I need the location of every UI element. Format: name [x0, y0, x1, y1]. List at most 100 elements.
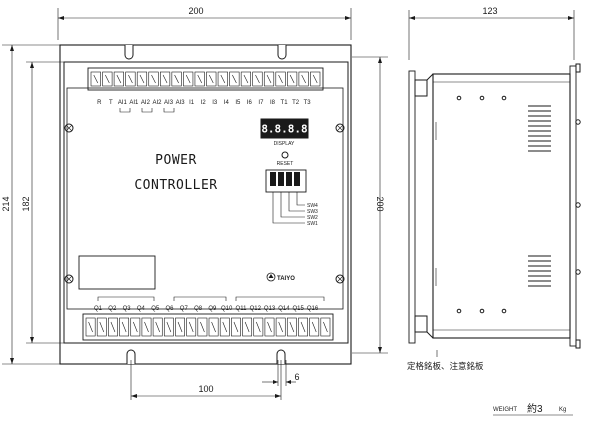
nameplate-note: 定格銘板、注意銘板	[407, 361, 484, 371]
terminal-screw	[278, 74, 283, 84]
top-terminal-label: I6	[247, 100, 253, 106]
terminal-screw	[93, 74, 99, 84]
terminal-screw	[151, 74, 156, 84]
bottom-terminal-label: Q4	[137, 306, 146, 312]
weight-value: 約3	[527, 402, 543, 415]
bottom-terminal[interactable]	[197, 317, 208, 337]
bottom-terminal[interactable]	[219, 317, 230, 337]
terminal-screw	[243, 74, 249, 84]
terminal-screw	[139, 74, 145, 84]
bottom-terminal[interactable]	[253, 317, 264, 337]
top-terminal[interactable]	[206, 71, 217, 87]
top-terminal-label: AI2	[152, 100, 162, 106]
switch-label-sw2: SW2	[307, 215, 318, 221]
top-terminal[interactable]	[171, 71, 182, 87]
top-terminal[interactable]	[136, 71, 148, 87]
bottom-terminal[interactable]	[85, 317, 96, 337]
top-terminal[interactable]	[113, 71, 124, 87]
top-terminal[interactable]	[287, 71, 298, 87]
bottom-terminal-label: Q13	[264, 306, 276, 312]
terminal-screw	[116, 74, 122, 84]
top-terminal[interactable]	[263, 71, 275, 87]
terminal-screw	[200, 321, 205, 333]
top-terminal[interactable]	[240, 71, 251, 87]
top-terminal-label: T	[109, 100, 113, 106]
bottom-terminal[interactable]	[275, 317, 286, 337]
top-terminal[interactable]	[194, 71, 205, 87]
terminal-screw	[300, 321, 306, 333]
bottom-terminal-label: Q16	[307, 306, 319, 312]
bottom-terminal-label: Q1	[94, 306, 103, 312]
switch-label-sw3: SW3	[307, 209, 318, 215]
bottom-terminal[interactable]	[208, 317, 219, 337]
top-terminal[interactable]	[217, 71, 228, 87]
bottom-terminal[interactable]	[242, 317, 253, 337]
top-terminal-label: AI3	[164, 100, 174, 106]
terminal-screw	[289, 74, 295, 84]
top-terminal[interactable]	[125, 71, 136, 87]
bottom-terminal[interactable]	[231, 317, 241, 337]
top-terminal-label: I5	[235, 100, 241, 106]
bottom-terminal-label: Q15	[293, 306, 305, 312]
brand-name: TAIYO	[277, 276, 295, 282]
bottom-terminal[interactable]	[130, 317, 141, 337]
terminal-screw	[233, 321, 239, 333]
top-terminal[interactable]	[298, 71, 309, 87]
switch-label-sw1: SW1	[307, 221, 318, 227]
bottom-terminal[interactable]	[286, 317, 297, 337]
top-terminal[interactable]	[310, 71, 321, 87]
terminal-screw	[99, 321, 105, 333]
top-terminal[interactable]	[252, 71, 263, 87]
terminal-screw	[278, 321, 283, 333]
top-terminal-label: AI2	[141, 100, 151, 106]
bottom-terminal[interactable]	[175, 317, 185, 337]
bottom-terminal[interactable]	[298, 317, 308, 337]
bottom-terminal-label: Q8	[194, 306, 203, 312]
bottom-terminal-label: Q12	[250, 306, 262, 312]
top-terminal[interactable]	[148, 71, 159, 87]
top-terminal[interactable]	[229, 71, 240, 87]
terminal-screw	[105, 74, 110, 84]
terminal-screw	[256, 321, 261, 333]
top-terminal-label: T2	[292, 100, 300, 106]
terminal-screw	[267, 321, 272, 333]
bottom-terminal[interactable]	[108, 317, 118, 337]
bottom-terminal-label: Q5	[151, 306, 160, 312]
side-view	[408, 10, 581, 357]
terminal-screw	[301, 74, 306, 84]
bottom-terminal[interactable]	[141, 317, 152, 337]
bottom-terminal-label: Q7	[180, 306, 189, 312]
bottom-terminal[interactable]	[186, 317, 197, 337]
terminal-screw	[162, 74, 168, 84]
terminal-screw	[244, 321, 250, 333]
front-view	[2, 8, 388, 400]
terminal-screw	[155, 321, 160, 333]
dim-height-inner: 182	[21, 196, 31, 211]
terminal-screw	[211, 321, 216, 333]
top-terminal[interactable]	[160, 71, 171, 87]
bottom-terminal[interactable]	[320, 317, 331, 337]
terminal-screw	[311, 321, 317, 333]
dip-switch-block[interactable]	[265, 169, 307, 193]
display-digits: 8.8.8.8	[261, 123, 307, 136]
weight-unit: Kg	[559, 407, 566, 413]
terminal-screw	[121, 321, 127, 333]
dim-bottom-spacing: 100	[198, 384, 213, 394]
top-terminal[interactable]	[183, 71, 194, 87]
top-terminal[interactable]	[102, 71, 113, 87]
bottom-terminal[interactable]	[264, 317, 275, 337]
terminal-screw	[232, 74, 237, 84]
bottom-terminal[interactable]	[152, 317, 163, 337]
terminal-screw	[255, 74, 260, 84]
bottom-terminal[interactable]	[96, 317, 107, 337]
top-terminal[interactable]	[275, 71, 286, 87]
terminal-screw	[185, 74, 191, 84]
top-terminal[interactable]	[90, 71, 101, 87]
bottom-terminal[interactable]	[163, 317, 174, 337]
bottom-terminal[interactable]	[309, 317, 320, 337]
dim-width: 200	[188, 6, 203, 16]
terminal-screw	[133, 321, 138, 333]
terminal-screw	[266, 74, 272, 84]
reset-button[interactable]	[281, 151, 289, 159]
bottom-terminal[interactable]	[119, 317, 130, 337]
